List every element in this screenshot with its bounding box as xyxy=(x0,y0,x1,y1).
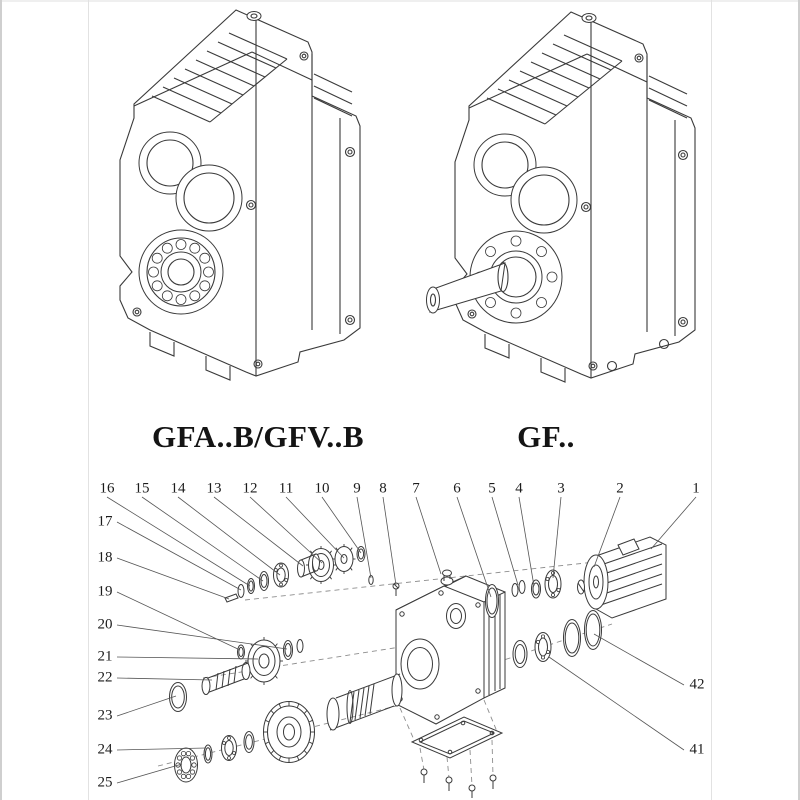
callout-13: 13 xyxy=(205,480,223,497)
callout-24: 24 xyxy=(96,741,114,758)
page-border-left xyxy=(88,0,89,800)
callout-14: 14 xyxy=(169,480,187,497)
callout-41: 41 xyxy=(688,741,706,758)
callout-16: 16 xyxy=(98,480,116,497)
page-border-right xyxy=(711,0,712,800)
scan-edge-right xyxy=(798,0,800,800)
callout-25: 25 xyxy=(96,774,114,791)
output-shaft-parts xyxy=(174,673,403,783)
gearbox-drawing-gfa-b xyxy=(119,9,361,381)
callout-1: 1 xyxy=(691,480,701,497)
callout-18: 18 xyxy=(96,549,114,566)
callout-19: 19 xyxy=(96,583,114,600)
assembly-axis-lines xyxy=(157,555,651,787)
model-label-gf: GF.. xyxy=(517,419,575,454)
callout-15: 15 xyxy=(133,480,151,497)
callout-21: 21 xyxy=(96,648,114,665)
oil-seal xyxy=(169,682,187,712)
gearbox-drawing-gf xyxy=(426,11,696,383)
housing-bolts xyxy=(467,53,689,371)
exploded-parts-diagram xyxy=(106,496,697,798)
callout-10: 10 xyxy=(313,480,331,497)
callout-8: 8 xyxy=(378,480,388,497)
small-fasteners xyxy=(368,575,400,596)
scan-edge-top xyxy=(0,0,800,2)
intermediate-shaft-parts xyxy=(201,637,304,695)
callout-12: 12 xyxy=(241,480,259,497)
scan-edge-left xyxy=(0,0,2,800)
callout-20: 20 xyxy=(96,616,114,633)
motor-flange xyxy=(583,554,609,610)
part-motor xyxy=(577,536,667,619)
housing-bolts xyxy=(132,51,356,369)
callout-11: 11 xyxy=(277,480,295,497)
callout-17: 17 xyxy=(96,513,114,530)
callout-9: 9 xyxy=(352,480,362,497)
input-end-bearings-rings xyxy=(485,569,562,618)
callout-5: 5 xyxy=(487,480,497,497)
gasket-and-bolts xyxy=(410,716,504,798)
output-flange-and-shaft xyxy=(426,230,563,324)
callout-22: 22 xyxy=(96,669,114,686)
callout-23: 23 xyxy=(96,707,114,724)
model-label-gfa-b-gfv-b: GFA..B/GFV..B xyxy=(151,419,365,454)
callout-leader-lines xyxy=(106,496,697,784)
callout-42: 42 xyxy=(688,676,706,693)
callout-2: 2 xyxy=(615,480,625,497)
output-end-rings xyxy=(512,610,602,668)
vent-plug xyxy=(442,569,452,577)
shaft-key xyxy=(224,593,239,603)
motor-terminal-box xyxy=(617,538,640,556)
callout-4: 4 xyxy=(514,480,524,497)
callout-7: 7 xyxy=(411,480,421,497)
output-bearing xyxy=(138,229,224,315)
input-shaft-parts xyxy=(224,544,366,603)
callout-6: 6 xyxy=(452,480,462,497)
part-housing xyxy=(395,569,506,725)
callout-3: 3 xyxy=(556,480,566,497)
